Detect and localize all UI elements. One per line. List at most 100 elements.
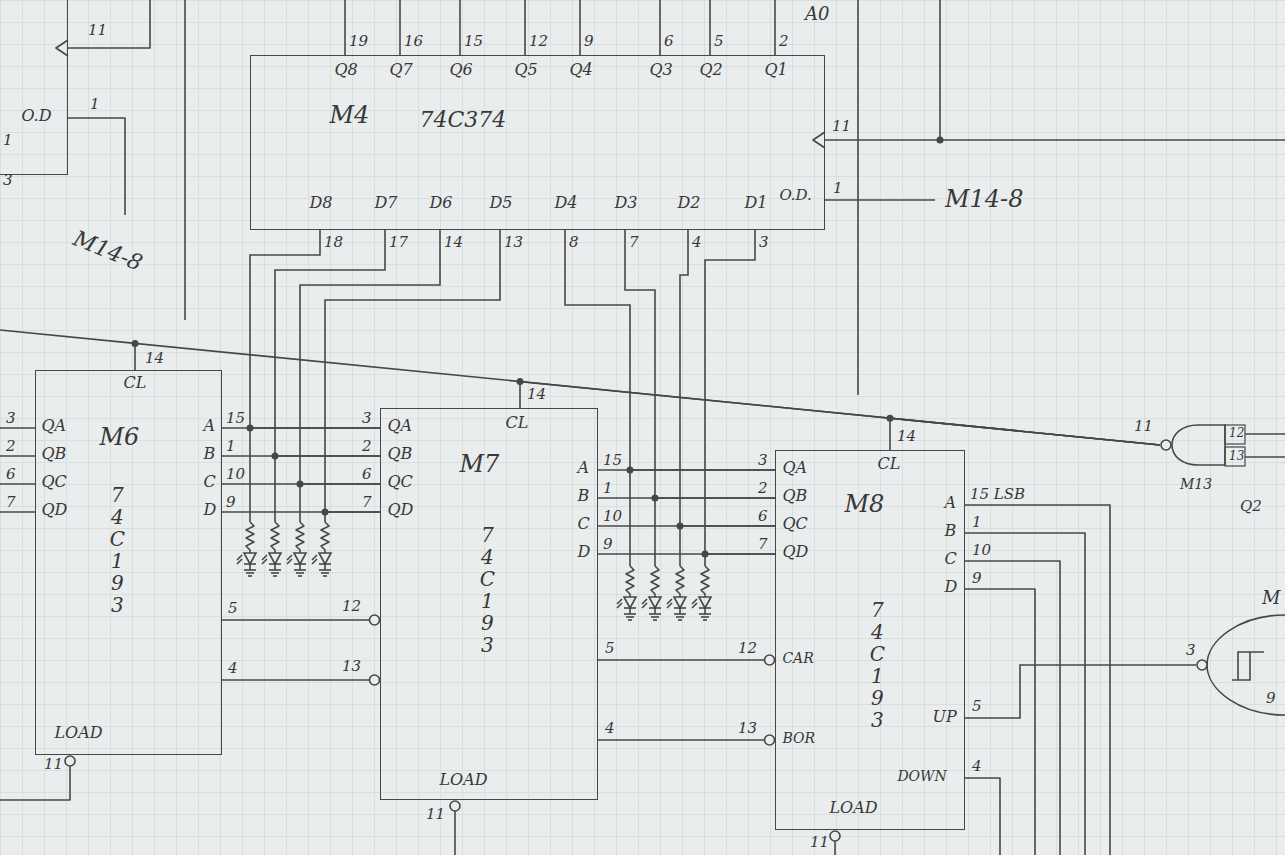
inversion-bubble — [450, 801, 460, 811]
light-arrow — [312, 559, 317, 564]
wire — [300, 230, 440, 484]
pin-number: 13 — [504, 234, 523, 251]
junction-dot — [322, 509, 329, 516]
pin-number: 11 — [426, 806, 445, 823]
pin-number: 15 LSB — [970, 486, 1025, 503]
wire — [965, 561, 1060, 855]
pin-number: 5 — [714, 33, 724, 50]
pin-number: 11 — [832, 118, 851, 135]
pin-name: D3 — [614, 194, 637, 212]
pin-number: 11 — [810, 834, 829, 851]
wire — [834, 841, 836, 855]
junction-dot — [297, 481, 304, 488]
ground-symbol — [703, 619, 707, 621]
pin-box — [1225, 447, 1245, 466]
wire — [249, 428, 251, 522]
junction-dot — [517, 378, 524, 385]
ground-symbol — [628, 619, 632, 621]
junction-dot — [272, 453, 279, 460]
part-ref: M6 — [99, 424, 139, 452]
pin-number: 15 — [603, 452, 622, 469]
light-arrow — [667, 603, 672, 608]
resistor-symbol — [651, 566, 659, 597]
wire — [0, 483, 35, 485]
wire — [598, 659, 775, 661]
wire — [0, 427, 35, 429]
resistor-symbol — [321, 522, 329, 553]
pin-number: 4 — [972, 758, 982, 775]
pin-number: 9 — [972, 570, 982, 587]
wire — [825, 139, 1285, 141]
wire — [654, 498, 656, 566]
gate-outline — [1207, 615, 1285, 715]
wire — [709, 0, 711, 55]
pin-name: CL — [505, 414, 528, 432]
pin-name: LOAD — [829, 799, 877, 817]
pin-number: 1 — [3, 132, 13, 149]
pin-name: Q8 — [334, 61, 357, 79]
wire — [965, 778, 1000, 855]
ground-symbol — [699, 613, 711, 615]
ground-symbol — [649, 613, 661, 615]
pin-number: 4 — [228, 660, 238, 677]
wire — [274, 564, 276, 570]
wire — [249, 564, 251, 570]
pin-name: Q3 — [649, 61, 672, 79]
inversion-bubble — [830, 831, 840, 841]
wire — [625, 230, 775, 498]
wire — [965, 665, 1196, 718]
pin-name: QA — [782, 459, 807, 477]
pin-number: 14 — [444, 234, 463, 251]
part-ref: M4 — [329, 102, 369, 130]
pin-number: 14 — [145, 350, 164, 367]
pin-number: 6 — [664, 33, 674, 50]
ground-symbol — [678, 619, 682, 621]
chip-box: CLQAQBQCQDM8ABCD74C193UPCARBORDOWNLOAD — [775, 450, 965, 830]
wire — [250, 230, 380, 428]
wire — [524, 0, 526, 55]
junction-dot — [652, 495, 659, 502]
pin-name: Q7 — [389, 61, 412, 79]
led-symbol — [649, 597, 661, 608]
part-number: 74C193 — [477, 524, 497, 656]
pin-number: 6 — [758, 508, 768, 525]
ground-symbol — [653, 619, 657, 621]
pin-number: 1 — [90, 96, 100, 113]
wire — [68, 0, 150, 48]
pin-number: 2 — [758, 480, 768, 497]
ground-symbol — [246, 572, 254, 574]
wire — [1245, 456, 1285, 458]
pin-number: 12 — [738, 640, 757, 657]
ground-symbol — [294, 569, 306, 571]
pin-number: 11 — [1134, 418, 1153, 435]
pin-number: 19 — [349, 33, 368, 50]
pin-number: 2 — [6, 438, 16, 455]
pin-name: Q1 — [764, 61, 787, 79]
pin-name: D — [203, 501, 216, 519]
wire — [965, 533, 1085, 855]
pin-name: D1 — [744, 194, 767, 212]
ground-symbol — [298, 575, 302, 577]
pin-name: CL — [877, 455, 900, 473]
pin-number: 11 — [44, 756, 63, 773]
pin-name: A — [203, 417, 215, 435]
pin-number: 10 — [972, 542, 991, 559]
pin-number: 3 — [1186, 642, 1196, 659]
pin-name: UP — [932, 708, 956, 726]
light-arrow — [617, 603, 622, 608]
schmitt-gate-symbol — [1196, 586, 1285, 750]
wire — [680, 230, 775, 526]
pin-number: 3 — [6, 410, 16, 427]
wire — [344, 0, 346, 55]
pin-number: 14 — [527, 386, 546, 403]
pin-number: 9 — [584, 33, 594, 50]
pin-number: 1 — [833, 180, 843, 197]
wire — [825, 199, 935, 201]
ground-symbol — [244, 569, 256, 571]
ground-symbol — [701, 616, 709, 618]
wire — [939, 0, 941, 140]
pin-number: 3 — [362, 410, 372, 427]
ground-symbol — [319, 569, 331, 571]
gate-symbol: M13 — [1160, 418, 1236, 500]
